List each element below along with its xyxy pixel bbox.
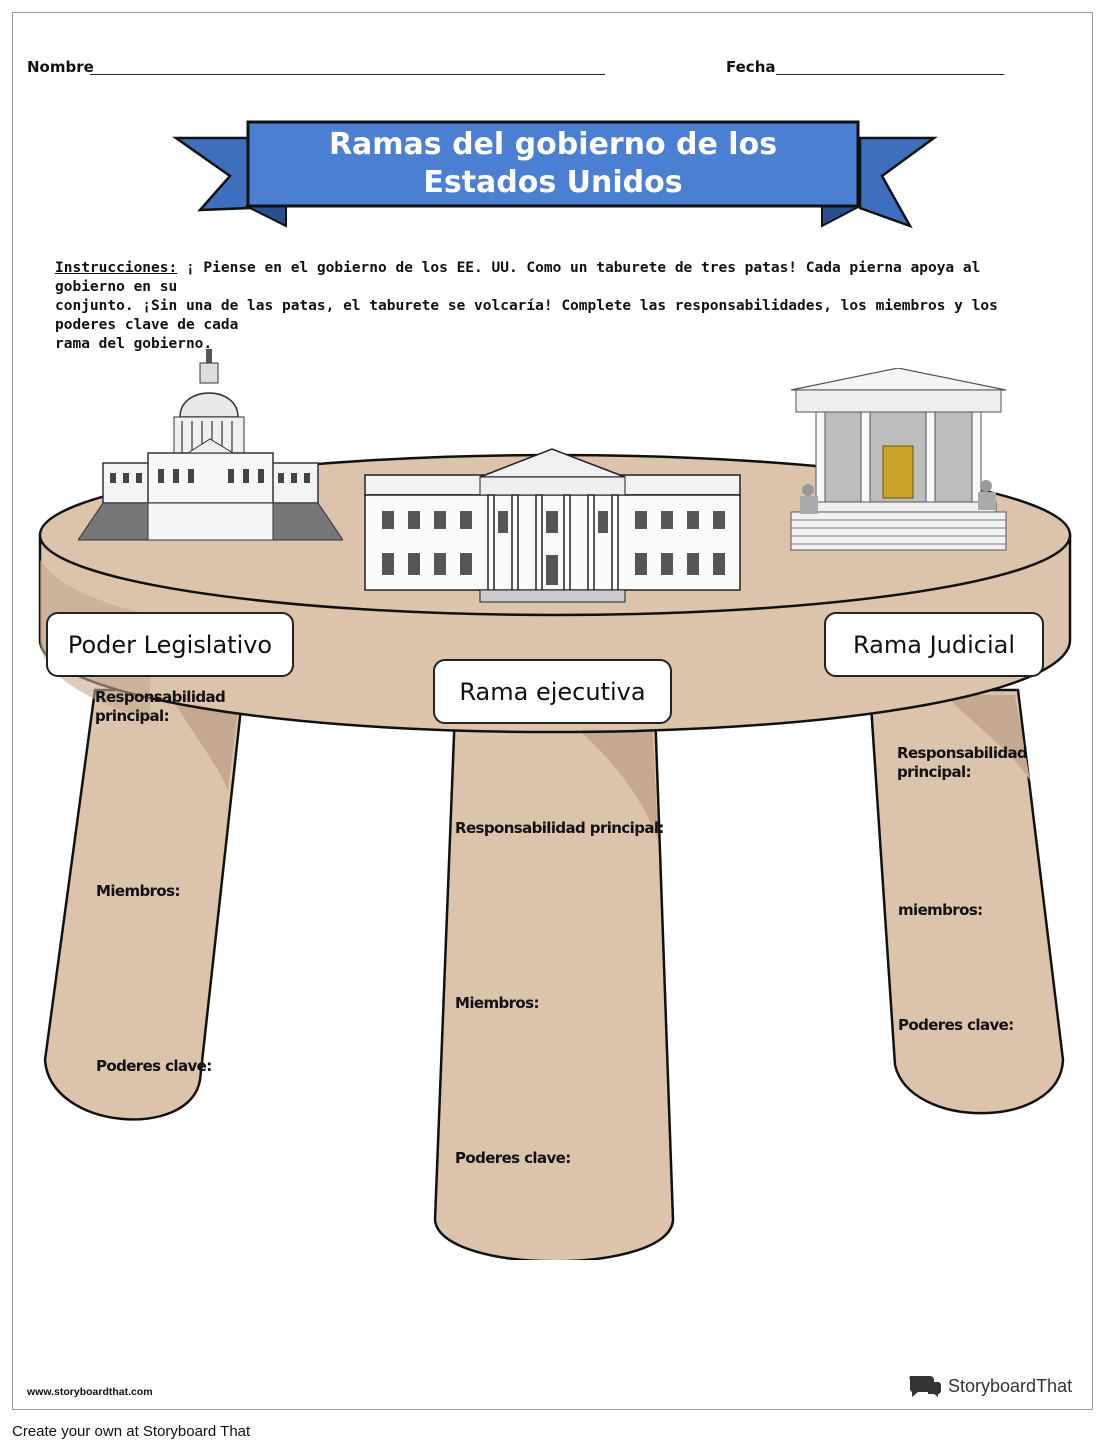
executive-responsibility-label: Responsabilidad principal: bbox=[455, 819, 664, 837]
supreme-court-image bbox=[790, 368, 1007, 551]
legislative-members-label: Miembros: bbox=[96, 882, 180, 900]
capitol-building-image bbox=[78, 349, 343, 541]
title-line-1: Ramas del gobierno de los bbox=[328, 127, 778, 162]
title-line-2: Estados Unidos bbox=[423, 165, 683, 200]
instructions-line-1: ¡ Piense en el gobierno de los EE. UU. C… bbox=[55, 260, 981, 295]
judicial-branch-title: Rama Judicial bbox=[824, 612, 1044, 677]
brand-that: That bbox=[1036, 1375, 1073, 1396]
judicial-powers-label: Poderes clave: bbox=[898, 1016, 1014, 1034]
judicial-responsibility-label: Responsabilidad principal: bbox=[897, 744, 1028, 781]
page-title: Ramas del gobierno de los Estados Unidos bbox=[248, 126, 858, 202]
instructions-line-2: conjunto. ¡Sin una de las patas, el tabu… bbox=[55, 298, 998, 333]
white-house-image bbox=[364, 448, 741, 603]
legislative-responsibility-label: Responsabilidad principal: bbox=[95, 688, 226, 725]
legislative-powers-label: Poderes clave: bbox=[96, 1057, 212, 1075]
title-banner bbox=[172, 120, 938, 229]
credit-link[interactable]: Create your own at Storyboard That bbox=[12, 1423, 251, 1440]
brand-storyboard: Storyboard bbox=[948, 1375, 1037, 1396]
executive-members-label: Miembros: bbox=[455, 994, 539, 1012]
instructions-label: Instrucciones: bbox=[55, 260, 178, 276]
date-field[interactable] bbox=[776, 74, 1004, 75]
instructions: Instrucciones: ¡ Piense en el gobierno d… bbox=[55, 259, 1055, 354]
executive-branch-title: Rama ejecutiva bbox=[433, 659, 672, 724]
name-label: Nombre bbox=[27, 58, 94, 76]
judicial-members-label: miembros: bbox=[898, 901, 983, 919]
footer-url[interactable]: www.storyboardthat.com bbox=[27, 1386, 153, 1398]
legislative-branch-title: Poder Legislativo bbox=[46, 612, 294, 677]
date-label: Fecha bbox=[726, 58, 776, 76]
speech-bubbles-icon bbox=[909, 1376, 941, 1397]
name-field[interactable] bbox=[90, 74, 605, 75]
executive-powers-label: Poderes clave: bbox=[455, 1149, 571, 1167]
instructions-line-3: rama del gobierno. bbox=[55, 336, 213, 352]
